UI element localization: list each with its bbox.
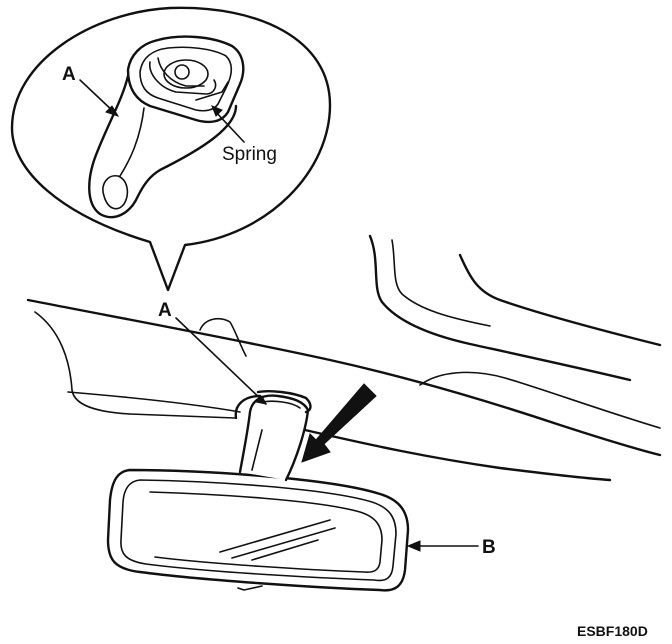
label-b: B [482, 537, 496, 558]
detail-callout [10, 6, 332, 292]
headliner-lines [26, 234, 662, 482]
leader-arrowhead-a-main [254, 395, 267, 405]
direction-arrow-icon [301, 383, 377, 463]
label-a-main: A [158, 300, 172, 321]
rear-view-mirror [106, 468, 410, 592]
leader-line-a-main [175, 317, 267, 405]
leader-arrowhead-spring [211, 105, 223, 117]
figure-code: ESBF180D [577, 623, 648, 639]
detail-mount-with-spring [88, 35, 245, 219]
label-a-detail: A [62, 64, 76, 85]
leader-arrowhead-b [406, 540, 421, 552]
leader-line-spring [213, 109, 245, 143]
mirror-mount [234, 390, 312, 482]
label-spring: Spring [222, 144, 277, 165]
leader-arrowhead-a-detail [105, 105, 120, 117]
